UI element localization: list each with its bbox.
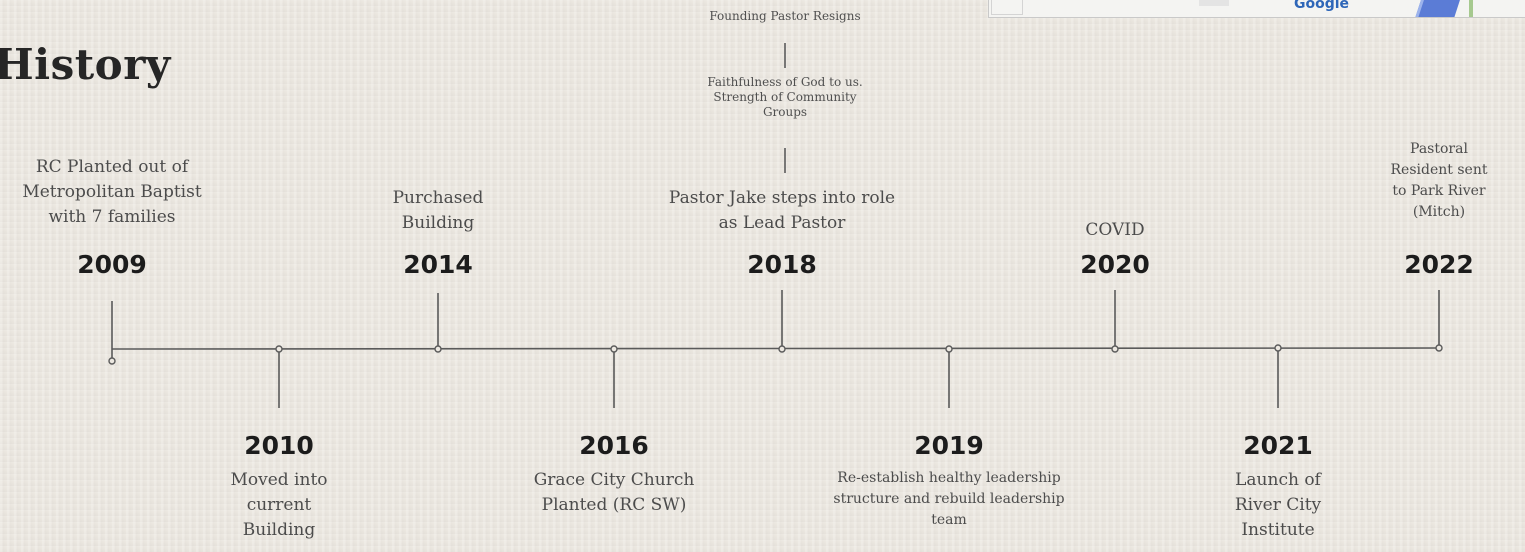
node-2020 [1111,345,1119,353]
note-faithfulness: Faithfulness of God to us. Strength of C… [707,75,863,119]
node-2022 [1435,344,1443,352]
timeline-axis [111,347,1440,350]
node-2014 [434,345,442,353]
event-2020-text: COVID [1085,220,1145,240]
event-2022-text: Pastoral Resident sent to Park River (Mi… [1390,141,1488,220]
node-2019 [945,345,953,353]
event-2021-year: 2021 [1243,431,1313,460]
event-2021-text: Launch of River City Institute [1234,470,1322,540]
page-title: History [0,40,171,89]
node-2010 [275,345,283,353]
event-2009-year: 2009 [77,250,147,279]
event-2014-text: Purchased Building [392,188,484,233]
event-2018-text: Pastor Jake steps into role as Lead Past… [668,188,896,233]
event-2014-year: 2014 [403,250,473,279]
map-snippet[interactable]: Google [988,0,1525,18]
event-2022-year: 2022 [1404,250,1474,279]
map-frame [991,0,1023,15]
node-2016 [610,345,618,353]
node-2018 [778,345,786,353]
event-2019-year: 2019 [914,431,984,460]
node-2021 [1274,344,1282,352]
map-road [1469,0,1473,17]
event-2010-text: Moved into current Building [230,470,328,540]
event-2009-text: RC Planted out of Metropolitan Baptist w… [22,157,202,227]
event-2019-text: Re-establish healthy leadership structur… [833,470,1065,528]
event-2018-year: 2018 [747,250,817,279]
map-block [1199,0,1229,6]
event-2016-year: 2016 [579,431,649,460]
event-2020-year: 2020 [1080,250,1150,279]
google-logo: Google [1294,0,1350,12]
event-2016-text: Grace City Church Planted (RC SW) [533,470,695,515]
note-founding-pastor: Founding Pastor Resigns [709,9,861,23]
event-2010-year: 2010 [244,431,314,460]
node-2009 [108,357,116,365]
